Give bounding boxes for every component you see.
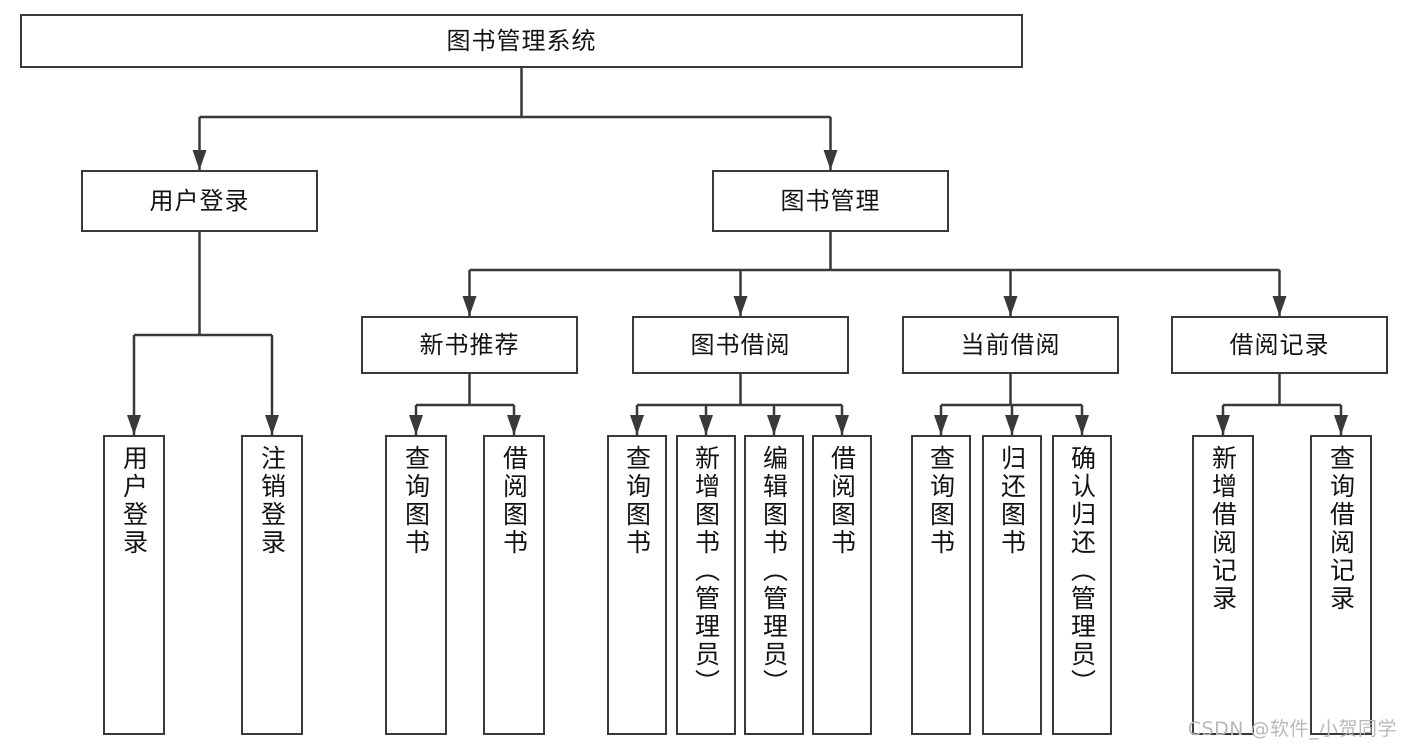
connector-arrowhead: [699, 415, 713, 435]
connector-arrowhead: [934, 415, 948, 435]
connector-arrowhead: [630, 415, 644, 435]
node-label: 图书借阅: [690, 330, 791, 359]
connector-arrowhead: [1216, 415, 1230, 435]
node-leaf-8[interactable]: 借阅图书: [812, 435, 872, 735]
node-leaf-13[interactable]: 查询借阅记录: [1310, 435, 1372, 735]
node-label: 查询图书: [622, 445, 652, 557]
node-leaf-7[interactable]: 编辑图书（管理员）: [744, 435, 804, 735]
connector-arrowhead: [1075, 415, 1089, 435]
watermark-text: CSDN @软件_小贺同学: [1187, 718, 1397, 740]
node-newbook[interactable]: 新书推荐: [361, 316, 578, 374]
node-leaf-5[interactable]: 查询图书: [607, 435, 667, 735]
node-label: 新增图书（管理员）: [691, 445, 721, 697]
node-label: 编辑图书（管理员）: [759, 445, 789, 697]
connector-arrowhead: [409, 415, 423, 435]
node-label: 当前借阅: [960, 330, 1061, 359]
node-label: 新书推荐: [419, 330, 520, 359]
node-label: 确认归还（管理员）: [1067, 445, 1097, 697]
node-leaf-11[interactable]: 确认归还（管理员）: [1052, 435, 1112, 735]
node-borrow[interactable]: 图书借阅: [632, 316, 849, 374]
connector-arrowhead: [462, 296, 477, 316]
node-records[interactable]: 借阅记录: [1171, 316, 1388, 374]
connector-arrowhead: [835, 415, 849, 435]
node-label: 借阅图书: [827, 445, 857, 557]
node-label: 注销登录: [257, 445, 287, 557]
node-label: 查询借阅记录: [1326, 445, 1356, 613]
connector-arrowhead: [823, 150, 838, 170]
node-label: 借阅图书: [499, 445, 529, 557]
node-label: 查询图书: [401, 445, 431, 557]
connector-arrowhead: [1334, 415, 1348, 435]
node-current[interactable]: 当前借阅: [902, 316, 1119, 374]
connector-arrowhead: [192, 150, 207, 170]
connector-arrowhead: [1272, 296, 1287, 316]
node-leaf-4[interactable]: 借阅图书: [483, 435, 545, 735]
connector-arrowhead: [1005, 415, 1019, 435]
connector-arrowhead: [265, 415, 279, 435]
connector-arrowhead: [127, 415, 141, 435]
node-label: 借阅记录: [1229, 330, 1330, 359]
node-label: 用户登录: [119, 445, 149, 557]
connector-arrowhead: [507, 415, 521, 435]
node-leaf-6[interactable]: 新增图书（管理员）: [676, 435, 736, 735]
connector-arrowhead: [733, 296, 748, 316]
node-label: 归还图书: [997, 445, 1027, 557]
node-label: 图书管理: [780, 186, 881, 215]
node-login[interactable]: 用户登录: [81, 170, 318, 232]
node-bookmgmt[interactable]: 图书管理: [712, 170, 949, 232]
connector-arrowhead: [1003, 296, 1018, 316]
node-label: 新增借阅记录: [1208, 445, 1238, 613]
node-label: 用户登录: [149, 186, 250, 215]
node-root[interactable]: 图书管理系统: [20, 14, 1023, 68]
node-label: 图书管理系统: [446, 26, 597, 55]
node-leaf-1[interactable]: 用户登录: [103, 435, 165, 735]
connector-arrowhead: [767, 415, 781, 435]
node-leaf-9[interactable]: 查询图书: [911, 435, 971, 735]
node-leaf-2[interactable]: 注销登录: [241, 435, 303, 735]
node-leaf-10[interactable]: 归还图书: [982, 435, 1042, 735]
node-label: 查询图书: [926, 445, 956, 557]
node-leaf-3[interactable]: 查询图书: [385, 435, 447, 735]
node-leaf-12[interactable]: 新增借阅记录: [1192, 435, 1254, 735]
